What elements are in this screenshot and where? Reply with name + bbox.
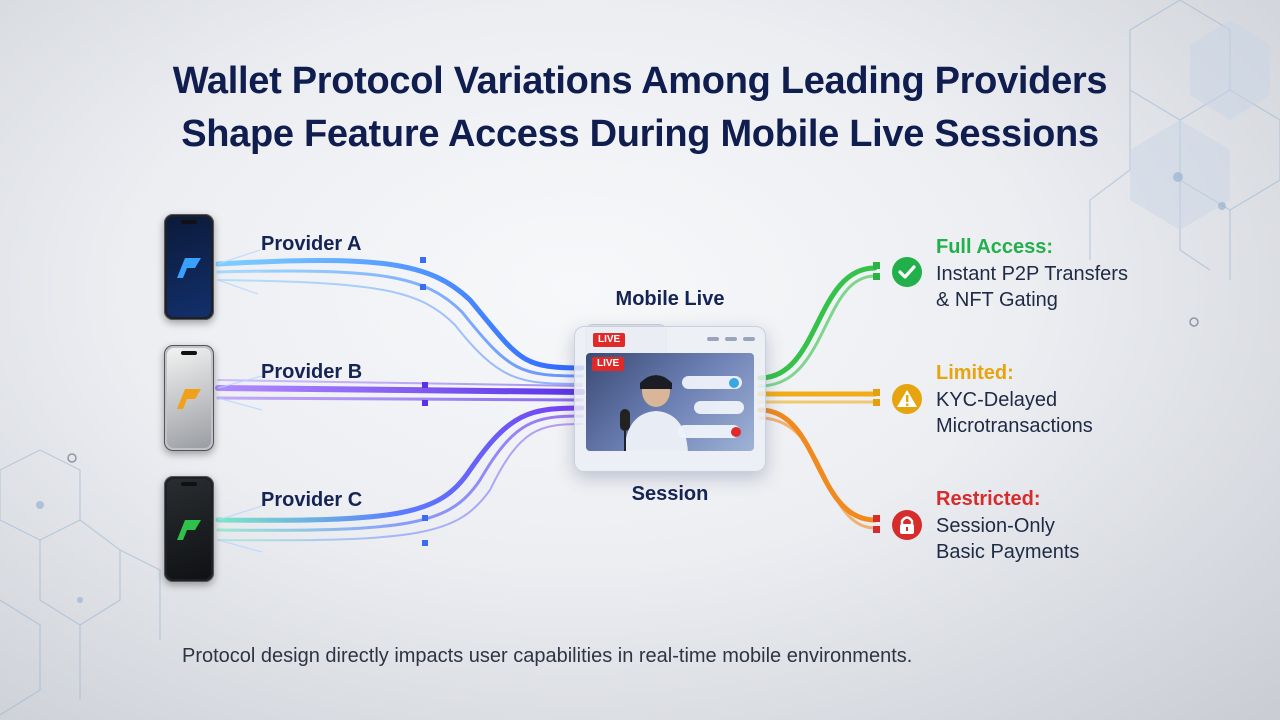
flow-path-restricted — [760, 410, 875, 528]
live-session-window: LIVE LIVE — [574, 326, 766, 472]
wallet-logo-blue-icon — [173, 252, 205, 282]
provider-label-b: Provider B — [261, 361, 362, 384]
flow-path-full-access — [760, 268, 875, 386]
phone-provider-b — [164, 345, 214, 451]
footer-caption: Protocol design directly impacts user ca… — [182, 645, 912, 668]
window-controls — [707, 337, 757, 341]
chat-bubble-2 — [694, 401, 744, 414]
lock-icon — [892, 510, 922, 540]
phone-provider-c — [164, 476, 214, 582]
live-video-feed: LIVE — [586, 353, 754, 451]
phone-provider-a — [164, 214, 214, 320]
wallet-logo-orange-icon — [173, 383, 205, 413]
wallet-logo-green-icon — [173, 514, 205, 544]
outcome-heading-restricted: Restricted: — [936, 488, 1040, 511]
center-label-top: Mobile Live — [570, 288, 770, 311]
outcome-line-restricted-1: Session-Only — [936, 513, 1055, 539]
chat-play-icon-1 — [729, 378, 739, 388]
outcome-heading-full-access: Full Access: — [936, 236, 1053, 259]
outcome-line-limited-1: KYC-Delayed — [936, 387, 1057, 413]
outcome-heading-limited: Limited: — [936, 362, 1014, 385]
outcome-line-restricted-2: Basic Payments — [936, 539, 1079, 565]
outcome-line-limited-2: Microtransactions — [936, 413, 1093, 439]
outcome-line-full-access-2: & NFT Gating — [936, 287, 1058, 313]
chat-record-icon — [731, 427, 741, 437]
flow-path-limited — [760, 394, 875, 402]
warning-icon — [892, 384, 922, 414]
outcome-line-full-access-1: Instant P2P Transfers — [936, 261, 1128, 287]
provider-label-a: Provider A — [261, 233, 361, 256]
flow-path-provider-c — [218, 408, 582, 540]
center-label-bottom: Session — [570, 483, 770, 506]
checkmark-icon — [892, 257, 922, 287]
live-badge-outer: LIVE — [593, 333, 625, 347]
provider-label-c: Provider C — [261, 489, 362, 512]
